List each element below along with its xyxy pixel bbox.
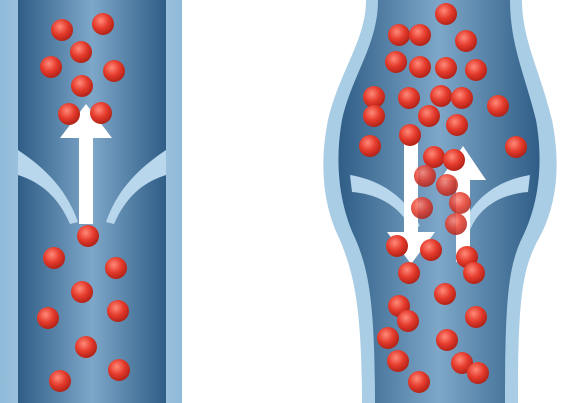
blood-cell xyxy=(411,197,433,219)
blood-cell xyxy=(43,247,65,269)
blood-cell xyxy=(418,105,440,127)
blood-cell xyxy=(75,336,97,358)
blood-cell xyxy=(420,239,442,261)
blood-cell xyxy=(435,3,457,25)
healthy-vein xyxy=(0,0,182,403)
blood-cell xyxy=(409,56,431,78)
blood-cell xyxy=(430,85,452,107)
blood-cell xyxy=(92,13,114,35)
blood-cell xyxy=(51,19,73,41)
blood-cell xyxy=(446,114,468,136)
blood-cell xyxy=(465,306,487,328)
blood-cell xyxy=(398,87,420,109)
blood-cell xyxy=(363,105,385,127)
blood-cell xyxy=(397,310,419,332)
blood-cell xyxy=(377,327,399,349)
blood-cell xyxy=(103,60,125,82)
blood-cell xyxy=(49,370,71,392)
blood-cell xyxy=(487,95,509,117)
blood-cell xyxy=(505,136,527,158)
blood-cell xyxy=(387,350,409,372)
blood-cell xyxy=(385,51,407,73)
blood-cell xyxy=(71,75,93,97)
blood-cell xyxy=(449,192,471,214)
blood-cell xyxy=(445,213,467,235)
blood-cell xyxy=(455,30,477,52)
blood-cell xyxy=(70,41,92,63)
blood-cell xyxy=(436,174,458,196)
blood-cell xyxy=(435,57,457,79)
blood-cell xyxy=(414,165,436,187)
blood-cell xyxy=(409,24,431,46)
blood-cell xyxy=(467,362,489,384)
blood-cell xyxy=(451,87,473,109)
blood-cell xyxy=(90,102,112,124)
blood-cell xyxy=(465,59,487,81)
blood-cell xyxy=(386,235,408,257)
blood-cell xyxy=(40,56,62,78)
blood-cell xyxy=(71,281,93,303)
blood-cell xyxy=(108,359,130,381)
blood-cell xyxy=(399,124,421,146)
blood-cell xyxy=(443,149,465,171)
varicose-vein xyxy=(323,0,556,403)
blood-cell xyxy=(58,103,80,125)
blood-cell xyxy=(107,300,129,322)
blood-cell xyxy=(434,283,456,305)
blood-cell xyxy=(408,371,430,393)
blood-cell xyxy=(398,262,420,284)
blood-cell xyxy=(463,262,485,284)
blood-cell xyxy=(388,24,410,46)
blood-cell xyxy=(423,146,445,168)
blood-cell xyxy=(105,257,127,279)
blood-cell xyxy=(363,86,385,108)
blood-cell xyxy=(359,135,381,157)
blood-cell xyxy=(436,329,458,351)
blood-cell xyxy=(37,307,59,329)
blood-cell xyxy=(77,225,99,247)
